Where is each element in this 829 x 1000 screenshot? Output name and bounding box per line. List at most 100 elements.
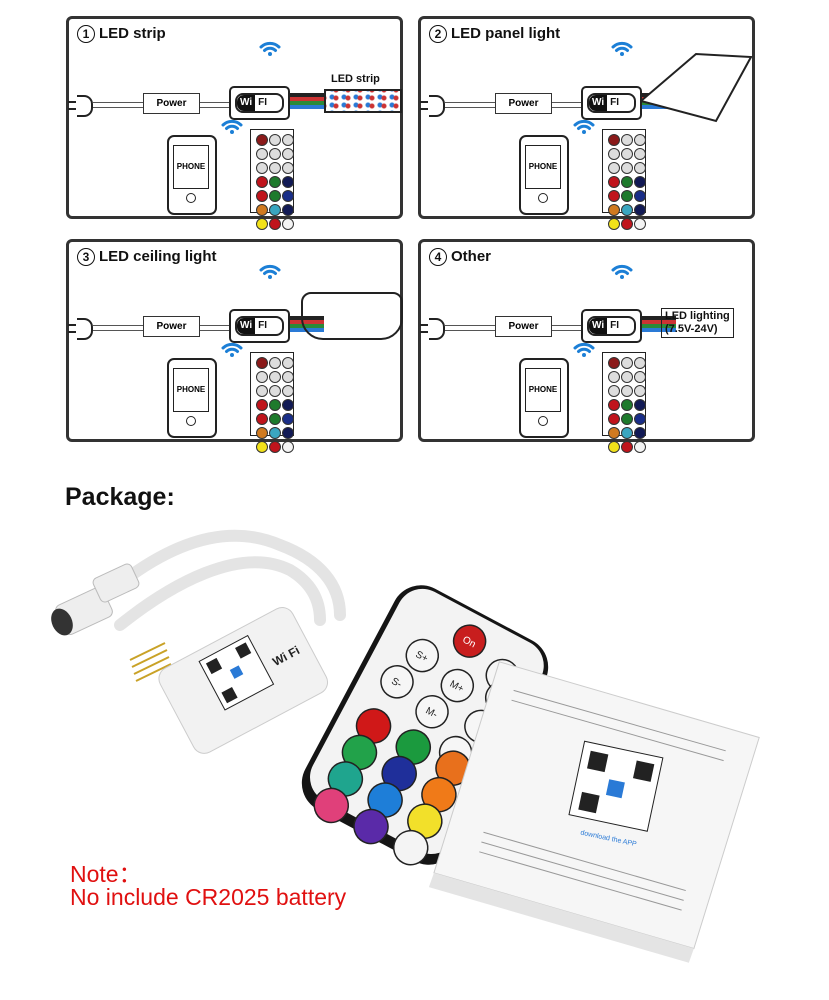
- remote-button: [634, 162, 646, 174]
- remote-icon: [602, 352, 646, 453]
- remote-button: [621, 218, 633, 230]
- remote-button: [634, 357, 646, 369]
- remote-button: [256, 371, 268, 383]
- remote-function-button: [452, 624, 487, 658]
- remote-button: [621, 399, 633, 411]
- wifi-icon: [221, 342, 243, 358]
- wifi-icon: [573, 342, 595, 358]
- remote-button: [621, 162, 633, 174]
- output-label: LED lighting (7.5V-24V): [661, 308, 734, 338]
- wifi-icon: [221, 119, 243, 135]
- remote-button: [621, 176, 633, 188]
- remote-button: [608, 413, 620, 425]
- dc-connector: [51, 563, 140, 636]
- cord: [551, 102, 581, 108]
- y-cable: [94, 529, 346, 631]
- remote-button: [634, 190, 646, 202]
- remote-color-button: [353, 808, 389, 845]
- remote-function-button: [415, 695, 449, 729]
- remote-button: [634, 148, 646, 160]
- remote-button: [608, 204, 620, 216]
- remote-button: [621, 190, 633, 202]
- remote-button: [269, 427, 281, 439]
- remote-button: [282, 427, 294, 439]
- remote-button: [282, 176, 294, 188]
- remote-button: [608, 441, 620, 453]
- remote-button: [634, 371, 646, 383]
- remote-button: [256, 162, 268, 174]
- remote-button: [608, 357, 620, 369]
- remote-button: [608, 218, 620, 230]
- remote-button: [282, 371, 294, 383]
- remote-button: [269, 134, 281, 146]
- plug-icon: [68, 95, 93, 117]
- remote-button: [282, 190, 294, 202]
- remote-button: [634, 399, 646, 411]
- remote-button-label: S+: [413, 649, 429, 665]
- cord: [199, 325, 229, 331]
- remote-button: [634, 427, 646, 439]
- remote-button: [256, 427, 268, 439]
- remote-button: [621, 441, 633, 453]
- remote-button: [282, 357, 294, 369]
- plug-icon: [68, 318, 93, 340]
- wifi-icon: [611, 41, 633, 57]
- led-panel-light: [638, 52, 753, 123]
- remote-button: [634, 204, 646, 216]
- cord: [93, 325, 143, 331]
- wifi-icon: [259, 264, 281, 280]
- remote-button: [269, 371, 281, 383]
- output-label: LED strip: [331, 73, 380, 85]
- remote-button: [282, 218, 294, 230]
- cord: [551, 325, 581, 331]
- remote-button: [608, 148, 620, 160]
- remote-button: [621, 134, 633, 146]
- led-ceiling-light: [301, 292, 403, 340]
- remote-button: [621, 385, 633, 397]
- remote-button: [608, 162, 620, 174]
- remote-button: [269, 176, 281, 188]
- remote-button: [269, 413, 281, 425]
- remote-button: [282, 162, 294, 174]
- remote-button: [269, 148, 281, 160]
- remote-icon: [250, 129, 294, 230]
- remote-color-button: [313, 787, 350, 824]
- cord: [93, 102, 143, 108]
- led-strip: [324, 89, 402, 113]
- remote-button: [621, 371, 633, 383]
- wifi-icon: [611, 264, 633, 280]
- remote-button: [282, 204, 294, 216]
- power-adapter: Power: [143, 316, 200, 337]
- remote-button: [269, 399, 281, 411]
- remote-button: [634, 134, 646, 146]
- remote-button: [256, 385, 268, 397]
- manual-booklet: download the APP: [428, 661, 760, 963]
- plug-icon: [420, 95, 445, 117]
- power-adapter: Power: [495, 93, 552, 114]
- remote-button: [608, 371, 620, 383]
- remote-button: [269, 162, 281, 174]
- cord: [445, 325, 495, 331]
- remote-control: On⇆S+M+OffS-M-: [301, 585, 549, 866]
- remote-button: [282, 134, 294, 146]
- remote-button: [608, 176, 620, 188]
- remote-button: [282, 441, 294, 453]
- remote-button: [621, 204, 633, 216]
- remote-button: [282, 399, 294, 411]
- power-adapter: Power: [143, 93, 200, 114]
- remote-button: [256, 204, 268, 216]
- cord: [199, 102, 229, 108]
- rgb-wires: [640, 316, 676, 332]
